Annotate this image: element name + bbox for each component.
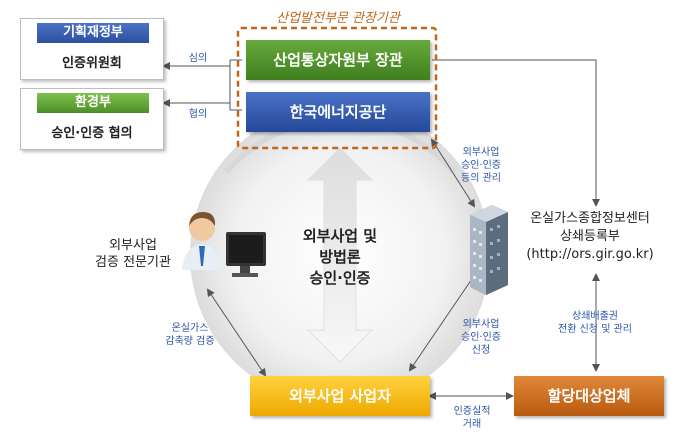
- ghg-verify-line-1: 온실가스: [171, 323, 209, 334]
- approval-apply-line-2: 승인·인증: [461, 332, 501, 343]
- operator-box: 외부사업 사업자: [250, 376, 430, 416]
- org-header-moef: 기획재정부: [37, 23, 149, 43]
- label-credit-trade: 인증실적 거래: [440, 405, 504, 431]
- agency-box: 한국에너지공단: [246, 92, 430, 132]
- annotation-top: 산업발전부문 관장기관: [276, 11, 400, 26]
- ghg-verify-line-2: 감축량 검증: [165, 336, 215, 347]
- approval-mgmt-line-1: 외부사업: [462, 147, 500, 158]
- label-approval-mgmt: 외부사업 승인·인증 등의 관리: [446, 146, 516, 185]
- offset-conv-line-1: 상쇄배출권: [572, 311, 618, 322]
- org-sub-moef: 인증위원회: [62, 56, 122, 71]
- org-sub-me: 승인·인증 협의: [51, 126, 133, 141]
- offset-conv-line-2: 전환 신청 및 관리: [558, 324, 632, 335]
- center-line-1: 외부사업 및: [302, 227, 378, 245]
- dashed-frame: [236, 26, 438, 150]
- info-center-line-2: 상쇄등록부: [560, 229, 620, 244]
- info-center-label: 온실가스종합정보센터 상쇄등록부 (http://ors.gir.go.kr): [510, 210, 670, 264]
- approval-apply-line-1: 외부사업: [462, 319, 500, 330]
- verifier-line-1: 외부사업: [109, 238, 157, 253]
- ministry-box: 산업통상자원부 장관: [246, 40, 430, 80]
- approval-mgmt-line-2: 승인·인증: [461, 160, 501, 171]
- verifier-label: 외부사업 검증 전문기관: [78, 237, 188, 271]
- relation-review: 심의: [188, 53, 208, 64]
- verifier-line-2: 검증 전문기관: [95, 255, 171, 270]
- label-approval-apply: 외부사업 승인·인증 신청: [446, 318, 516, 357]
- center-label: 외부사업 및 방법론 승인·인증: [280, 226, 400, 289]
- approval-apply-line-3: 신청: [471, 345, 491, 356]
- org-header-me: 환경부: [37, 93, 149, 113]
- big-double-arrow: [306, 147, 374, 363]
- center-line-3: 승인·인증: [309, 269, 371, 287]
- org-box-moef: 기획재정부 인증위원회: [20, 18, 164, 80]
- person-computer-icon: [182, 212, 266, 277]
- org-box-me: 환경부 승인·인증 협의: [20, 88, 164, 150]
- info-center-line-3: (http://ors.gir.go.kr): [526, 247, 654, 262]
- label-offset-conversion: 상쇄배출권 전환 신청 및 관리: [540, 310, 650, 336]
- label-ghg-verify: 온실가스 감축량 검증: [150, 322, 230, 348]
- info-center-line-1: 온실가스종합정보센터: [530, 211, 650, 226]
- credit-trade-line-2: 거래: [462, 419, 482, 430]
- relation-consult: 협의: [188, 109, 208, 120]
- allocated-entity-box: 할당대상업체: [514, 376, 664, 416]
- approval-mgmt-line-3: 등의 관리: [461, 173, 501, 184]
- credit-trade-line-1: 인증실적: [453, 406, 491, 417]
- building-icon: [470, 205, 508, 295]
- center-line-2: 방법론: [319, 248, 361, 266]
